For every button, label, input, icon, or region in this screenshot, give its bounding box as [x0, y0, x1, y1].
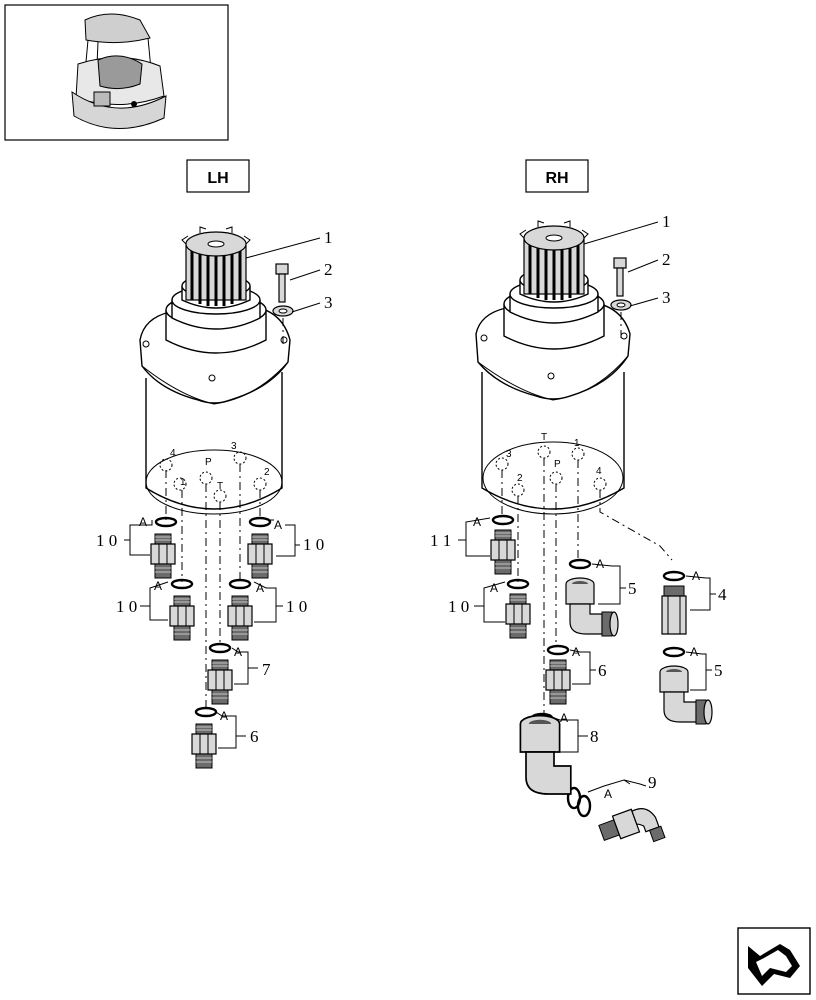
rh-callout-fit-center: 6 — [598, 661, 607, 680]
lh-callout-fit-top-right: 1 0 — [303, 535, 324, 554]
machine-thumbnail[interactable] — [4, 4, 229, 141]
lh-ring-a5: A — [234, 645, 242, 659]
lh-port-T: T — [217, 481, 223, 492]
rh-label: RH — [545, 170, 568, 187]
next-page-button[interactable] — [737, 927, 811, 995]
lh-callout-gear: 1 — [324, 228, 333, 247]
lh-callout-fit-mid-left: 1 0 — [116, 597, 137, 616]
lh-label: LH — [207, 170, 228, 187]
rh-ring-a6: A — [690, 645, 698, 659]
lh-port-P: P — [205, 457, 212, 468]
lh-fitting-10a — [150, 533, 176, 579]
rh-callout-elbow-big: 8 — [590, 727, 599, 746]
rh-callout-fit-mid-left: 1 0 — [448, 597, 469, 616]
rh-callout-swivel: 9 — [648, 773, 657, 792]
lh-fitting-10c — [169, 595, 195, 641]
rh-fitting-10 — [505, 593, 531, 639]
rh-callout-adapter: 4 — [718, 585, 727, 604]
lh-assembly: 4 3 P 2 1 T — [96, 226, 333, 769]
rh-adapter-4 — [661, 585, 687, 635]
rh-ring-a2: A — [490, 581, 498, 595]
lh-oring — [154, 516, 272, 718]
lh-washer — [272, 305, 294, 317]
rh-fitting-6 — [545, 659, 571, 705]
lh-port-2: 2 — [264, 467, 270, 478]
rh-callout-bolt: 2 — [662, 250, 671, 269]
lh-ring-a6: A — [220, 709, 228, 723]
lh-fitting-10b — [247, 533, 273, 579]
rh-washer — [610, 299, 632, 311]
rh-fitting-11 — [490, 529, 516, 575]
rh-elbow-5 — [565, 577, 619, 637]
rh-port-T: T — [541, 432, 547, 443]
rh-port-P: P — [554, 459, 561, 470]
rh-callout-washer: 3 — [662, 288, 671, 307]
rh-ring-a3: A — [596, 557, 604, 571]
lh-label-box: LH — [186, 159, 250, 193]
lh-callout-fit-mid-right: 1 0 — [286, 597, 307, 616]
rh-assembly: T 1 3 2 P 4 — [430, 212, 727, 843]
rh-callout-elbow-small: 5 — [628, 579, 637, 598]
lh-port-4: 4 — [170, 448, 176, 459]
rh-swivel-9 — [598, 808, 666, 843]
lh-callout-bolt: 2 — [324, 260, 333, 279]
rh-oring — [491, 514, 686, 818]
lh-callout-fit-center: 7 — [262, 660, 271, 679]
rh-port-4: 4 — [596, 466, 602, 477]
machine-thumbnail-icon — [71, 13, 167, 129]
rh-ring-a4: A — [692, 569, 700, 583]
rh-label-box: RH — [525, 159, 589, 193]
rh-port-1: 1 — [574, 438, 580, 449]
rh-ring-a1: A — [473, 515, 481, 529]
lh-port-1: 1 — [180, 477, 186, 488]
rh-elbow-5b — [659, 665, 713, 725]
rh-pinion-gear — [519, 220, 589, 300]
rh-port-2: 2 — [517, 473, 523, 484]
lh-ring-a4: A — [256, 581, 264, 595]
rh-ring-a7: A — [560, 711, 568, 725]
lh-callout-washer: 3 — [324, 293, 333, 312]
lh-callout-fit-bottom: 6 — [250, 727, 259, 746]
rh-ring-a5: A — [572, 645, 580, 659]
lh-fitting-6 — [191, 723, 217, 769]
lh-port-3: 3 — [231, 441, 237, 452]
rh-elbow-8 — [519, 714, 572, 795]
lh-callout-fit-top-left: 1 0 — [96, 531, 117, 550]
lh-ring-a1: A — [139, 515, 147, 529]
rh-callout-fit-top-left: 1 1 — [430, 531, 451, 550]
lh-bolt — [275, 263, 289, 303]
rh-callout-elbow-right: 5 — [714, 661, 723, 680]
lh-pinion-gear — [181, 226, 251, 306]
lh-fitting-7 — [207, 659, 233, 705]
next-page-arrow-icon — [748, 944, 800, 986]
rh-callout-gear: 1 — [662, 212, 671, 231]
rh-ring-a8: A — [604, 787, 612, 801]
lh-ring-a3: A — [154, 579, 162, 593]
rh-bolt — [613, 257, 627, 297]
lh-ring-a2: A — [274, 518, 282, 532]
lh-fitting-10d — [227, 595, 253, 641]
rh-port-3: 3 — [506, 449, 512, 460]
